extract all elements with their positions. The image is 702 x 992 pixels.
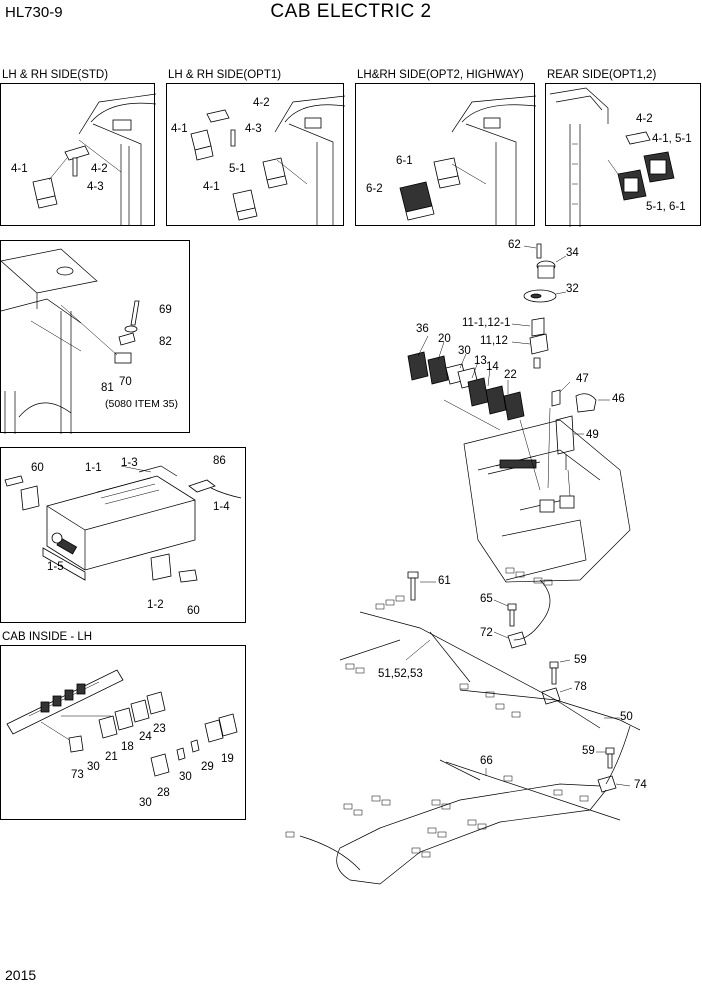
label-cab-28: 28 xyxy=(157,787,170,799)
label-radio-60-bottom: 60 xyxy=(187,605,200,617)
label-rear-4-2: 4-2 xyxy=(636,113,653,125)
opt2-side-drawing xyxy=(399,95,536,226)
label-main-30: 30 xyxy=(458,345,471,357)
label-antenna-82: 82 xyxy=(159,336,172,348)
label-cab-21: 21 xyxy=(105,751,118,763)
page-title: CAB ELECTRIC 2 xyxy=(270,1,432,22)
label-opt1-4-2: 4-2 xyxy=(253,97,270,109)
panel-caption-cab-inside: CAB INSIDE - LH xyxy=(2,631,93,643)
label-cab-73: 73 xyxy=(71,769,84,781)
antenna-drawing xyxy=(1,248,140,434)
panel-std-side: 4-1 4-2 4-3 xyxy=(0,83,156,226)
label-main-61: 61 xyxy=(438,575,451,587)
opt1-side-drawing xyxy=(190,95,345,226)
label-radio-1-5: 1-5 xyxy=(47,561,64,573)
label-opt2-6-2: 6-2 xyxy=(366,183,383,195)
label-main-65: 65 xyxy=(480,593,493,605)
label-cab-30-a: 30 xyxy=(87,761,100,773)
panel-cab-inside: 73 30 21 18 24 23 30 28 30 29 19 xyxy=(0,645,246,820)
label-main-34: 34 xyxy=(566,247,579,259)
label-main-74: 74 xyxy=(634,779,647,791)
label-main-14: 14 xyxy=(486,361,499,373)
label-cab-24: 24 xyxy=(139,731,152,743)
cab-inside-drawing xyxy=(6,669,238,777)
label-main-62: 62 xyxy=(508,239,521,251)
label-main-66: 66 xyxy=(480,755,493,767)
label-main-78: 78 xyxy=(574,681,587,693)
label-main-46: 46 xyxy=(612,393,625,405)
label-std-4-1: 4-1 xyxy=(11,163,28,175)
label-radio-1-2: 1-2 xyxy=(147,599,164,611)
panel-caption-opt2: LH&RH SIDE(OPT2, HIGHWAY) xyxy=(357,69,524,81)
label-radio-60-top: 60 xyxy=(31,462,44,474)
label-main-50: 50 xyxy=(620,711,633,723)
label-opt1-4-3: 4-3 xyxy=(245,123,262,135)
label-cab-29: 29 xyxy=(201,761,214,773)
label-radio-1-3: 1-3 xyxy=(121,457,138,469)
panel-caption-opt1: LH & RH SIDE(OPT1) xyxy=(168,69,282,81)
label-rear-4-1-5-1: 4-1, 5-1 xyxy=(652,133,692,145)
panel-rear-side: 4-2 4-1, 5-1 5-1, 6-1 xyxy=(545,83,701,227)
label-std-4-3: 4-3 xyxy=(87,181,104,193)
label-main-59-top: 59 xyxy=(574,654,587,666)
label-cab-18: 18 xyxy=(121,741,134,753)
label-main-13: 13 xyxy=(474,355,487,367)
label-main-72: 72 xyxy=(480,627,493,639)
label-main-11-12: 11,12 xyxy=(480,335,508,347)
label-antenna-81: 81 xyxy=(101,382,114,394)
label-main-20: 20 xyxy=(438,333,451,345)
std-side-drawing xyxy=(32,93,156,226)
label-radio-86: 86 xyxy=(213,455,226,467)
label-opt2-6-1: 6-1 xyxy=(396,155,413,167)
label-opt1-4-1-top: 4-1 xyxy=(171,123,188,135)
page-number: 2015 xyxy=(5,967,37,983)
panel-opt1-side: 4-2 4-1 4-3 5-1 4-1 xyxy=(166,83,345,226)
model-number: HL730-9 xyxy=(5,4,63,21)
label-cab-19: 19 xyxy=(221,753,234,765)
label-main-51-52-53: 51,52,53 xyxy=(378,668,423,680)
label-cab-23: 23 xyxy=(153,723,166,735)
label-radio-1-4: 1-4 xyxy=(213,501,230,513)
label-rear-5-1-6-1: 5-1, 6-1 xyxy=(646,201,686,213)
radio-drawing xyxy=(4,465,242,583)
label-cab-30-b: 30 xyxy=(179,771,192,783)
panel-caption-rear: REAR SIDE(OPT1,2) xyxy=(547,69,657,81)
label-cab-30-c: 30 xyxy=(139,797,152,809)
label-main-59-bottom: 59 xyxy=(582,745,595,757)
panel-radio: 60 1-1 1-3 86 1-4 1-5 1-2 60 xyxy=(0,447,246,623)
label-antenna-69: 69 xyxy=(159,304,172,316)
label-main-36: 36 xyxy=(416,323,429,335)
label-std-4-2: 4-2 xyxy=(91,163,108,175)
label-antenna-70: 70 xyxy=(119,376,132,388)
panel-opt2-side: 6-1 6-2 xyxy=(355,83,536,226)
rear-side-drawing xyxy=(549,87,675,227)
label-main-49: 49 xyxy=(586,429,599,441)
panel-antenna: 69 82 81 70 (5080 ITEM 35) xyxy=(0,240,190,434)
label-main-22: 22 xyxy=(504,369,517,381)
label-main-32: 32 xyxy=(566,283,579,295)
panel-caption-std: LH & RH SIDE(STD) xyxy=(2,69,109,81)
label-opt1-4-1-bottom: 4-1 xyxy=(203,181,220,193)
label-main-47: 47 xyxy=(576,373,589,385)
label-opt1-5-1: 5-1 xyxy=(229,163,246,175)
label-main-11-1-12-1: 11-1,12-1 xyxy=(462,317,511,329)
antenna-reference-note: (5080 ITEM 35) xyxy=(105,398,178,410)
label-radio-1-1: 1-1 xyxy=(85,462,102,474)
